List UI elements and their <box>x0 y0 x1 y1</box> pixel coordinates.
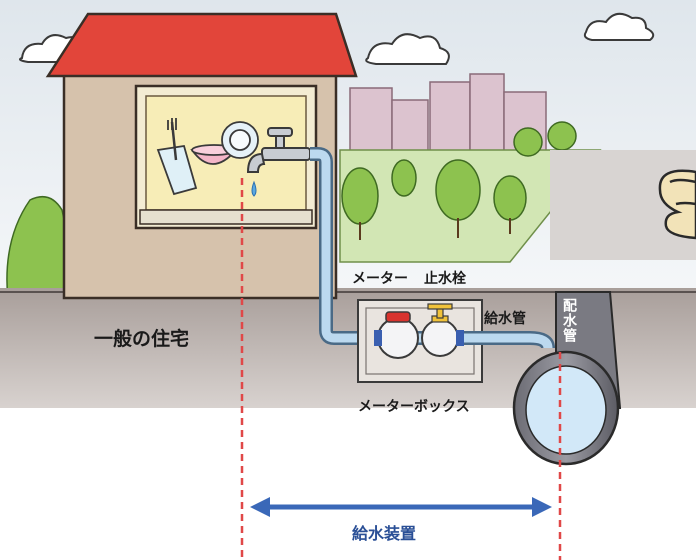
meter-label: メーター <box>352 271 408 287</box>
tree-trunks <box>359 218 511 240</box>
supply-pipe <box>310 149 376 343</box>
water-drop <box>251 180 257 197</box>
house-label: 一般の住宅 <box>94 328 190 350</box>
roof <box>45 12 358 78</box>
tree-icon <box>341 121 577 225</box>
stopcock-icon <box>421 303 464 357</box>
stopcock-label: 止水栓 <box>424 271 466 287</box>
distribution-pipe <box>512 291 622 466</box>
supply-pipe-2 <box>376 333 553 349</box>
distribution-pipe-label: 配水管 <box>561 298 577 343</box>
supply-pipe-label: 給水管 <box>484 311 526 327</box>
span-arrow <box>250 497 552 517</box>
meter-icon <box>374 311 419 359</box>
hand-icon <box>658 169 696 240</box>
cloud-icon <box>583 12 655 41</box>
sink-counter <box>139 209 313 225</box>
cloud-icon <box>365 33 450 65</box>
meter-box-label: メーターボックス <box>358 399 470 415</box>
dishes-icon <box>156 118 259 196</box>
water-supply-equipment-label: 給水装置 <box>352 524 417 543</box>
